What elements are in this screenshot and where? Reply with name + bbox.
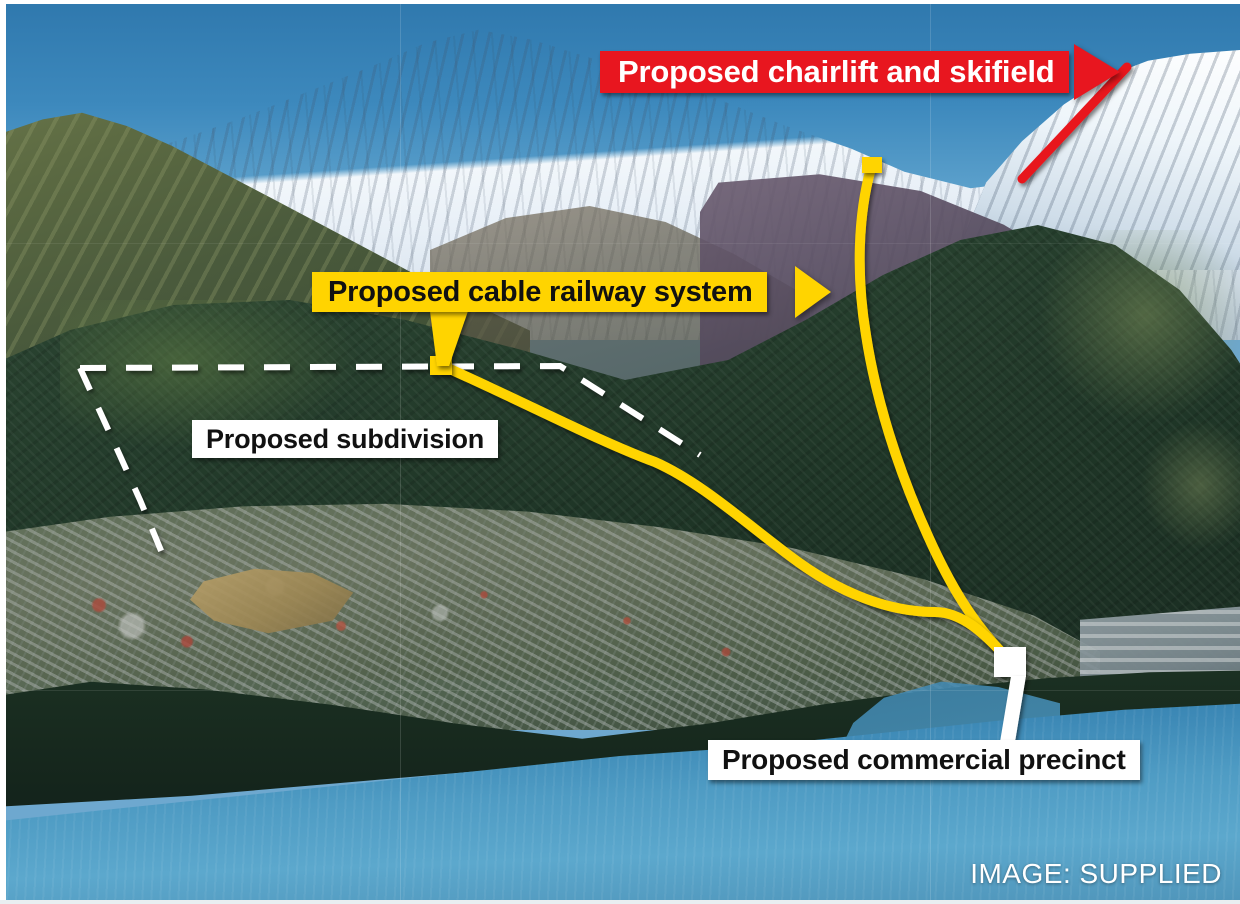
page-edge-left — [0, 0, 6, 904]
subdivision-boundary-left-edge — [77, 366, 170, 567]
image-credit: IMAGE: SUPPLIED — [970, 858, 1222, 889]
precinct-leader-line — [1000, 676, 1026, 742]
subdivision-label: Proposed subdivision — [192, 420, 499, 458]
photo-seam-horizontal-lower — [0, 690, 1240, 691]
cable-railway-label: Proposed cable railway system — [312, 272, 767, 312]
cable-top-terminal-marker — [862, 157, 882, 173]
subdivision-label-text: Proposed subdivision — [206, 423, 485, 454]
photo-seam-vertical-right — [930, 0, 931, 904]
page-edge-top — [0, 0, 1240, 4]
commercial-precinct-marker — [994, 647, 1026, 677]
chairlift-label-arrow — [1074, 44, 1120, 100]
commercial-precinct-label: Proposed commercial precinct — [708, 740, 1140, 780]
cable-railway-label-arrow — [795, 266, 831, 318]
subdivision-boundary — [77, 362, 702, 567]
commercial-precinct-label-text: Proposed commercial precinct — [722, 744, 1126, 775]
cable-route-east — [854, 163, 1011, 662]
page-edge-bottom — [0, 900, 1240, 904]
forest-sunlit-patch-right — [1040, 230, 1240, 420]
chairlift-label-text: Proposed chairlift and skifield — [618, 54, 1055, 89]
cable-label-pointer-tail — [430, 311, 468, 366]
subdivision-boundary-top-edge — [79, 362, 702, 458]
cable-railway-label-text: Proposed cable railway system — [328, 275, 753, 308]
photo-seam-horizontal-upper — [0, 243, 1240, 244]
forest-sunlit-patch-lower-right — [1140, 420, 1240, 550]
chairlift-label: Proposed chairlift and skifield — [600, 51, 1069, 93]
cable-route-west — [438, 361, 1011, 662]
